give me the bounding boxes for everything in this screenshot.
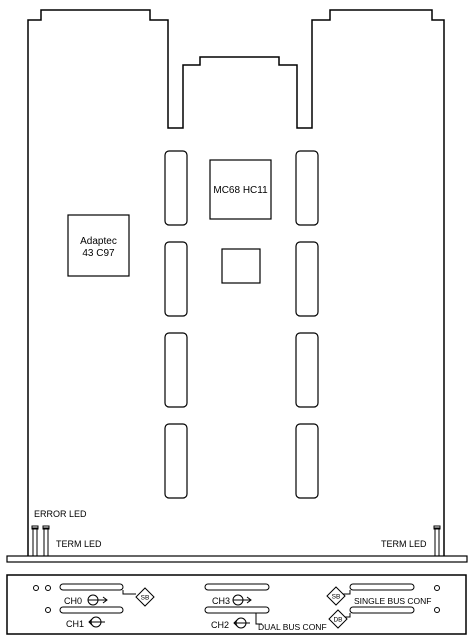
diamond-indicators: [135, 586, 348, 629]
link-ch0-sb: [122, 590, 136, 595]
scsi-chip-label-1: Adaptec: [80, 236, 117, 247]
error-led-label: ERROR LED: [34, 509, 87, 519]
panel-holes: [33, 585, 440, 613]
ch1-label: CH1: [66, 619, 84, 629]
panel-hole-1: [33, 585, 39, 591]
small-chip: [221, 248, 261, 284]
connector-ch3: [204, 583, 270, 591]
board-outline: [27, 9, 445, 556]
ch0-port-icon: [87, 594, 108, 606]
memory-slot-r3: [295, 332, 319, 408]
ch3-port-icon: [232, 594, 252, 606]
connector-ch0: [59, 583, 124, 591]
db-diamond: [328, 609, 348, 629]
term-led-right-cap: [433, 525, 441, 530]
term-led-left-label: TERM LED: [56, 539, 102, 549]
panel-hole-5: [434, 607, 440, 613]
sb-right-diamond: [326, 586, 346, 606]
term-led-right: [434, 527, 440, 557]
ch1-port-icon: [88, 616, 105, 628]
memory-slot-l2: [164, 241, 188, 317]
connector-single-bus-1: [349, 583, 415, 591]
port-icons: [87, 594, 252, 629]
term-led-left-cap: [42, 525, 50, 530]
dual-bus-conf-label: DUAL BUS CONF: [258, 622, 327, 632]
term-led-right-label: TERM LED: [381, 539, 427, 549]
single-bus-conf-label: SINGLE BUS CONF: [354, 596, 431, 606]
memory-slots: [164, 150, 319, 499]
ch2-port-icon: [233, 617, 250, 629]
error-led-cap: [31, 525, 39, 530]
scsi-chip-label-2: 43 C97: [82, 248, 115, 259]
memory-slot-r1: [295, 150, 319, 226]
front-panel: [6, 574, 467, 635]
sb-left-diamond: [135, 587, 155, 607]
sb-left-label: SB: [141, 595, 150, 602]
memory-slot-l4: [164, 423, 188, 499]
link-ch2-dual: [255, 613, 262, 625]
mcu-chip: [209, 159, 272, 220]
connector-single-bus-2: [349, 606, 415, 614]
link-sb-single: [343, 590, 351, 595]
memory-slot-r4: [295, 423, 319, 499]
ch3-label: CH3: [212, 596, 230, 606]
error-led: [32, 527, 38, 557]
ch2-label: CH2: [211, 620, 229, 630]
panel-hole-4: [434, 585, 440, 591]
panel-hole-3: [45, 607, 51, 613]
scsi-chip: [67, 214, 130, 277]
ch0-label: CH0: [64, 596, 82, 606]
board-edge: [6, 555, 468, 563]
memory-slot-l3: [164, 332, 188, 408]
mcu-chip-label: MC68 HC11: [213, 185, 268, 196]
connector-ch2: [204, 606, 270, 614]
term-led-left: [43, 527, 49, 557]
panel-hole-2: [45, 585, 51, 591]
db-label: DB: [333, 617, 342, 624]
panel-connectors: [59, 583, 415, 614]
memory-slot-r2: [295, 241, 319, 317]
sb-right-label: SB: [332, 594, 341, 601]
connector-ch1: [59, 606, 124, 614]
memory-slot-l1: [164, 150, 188, 226]
